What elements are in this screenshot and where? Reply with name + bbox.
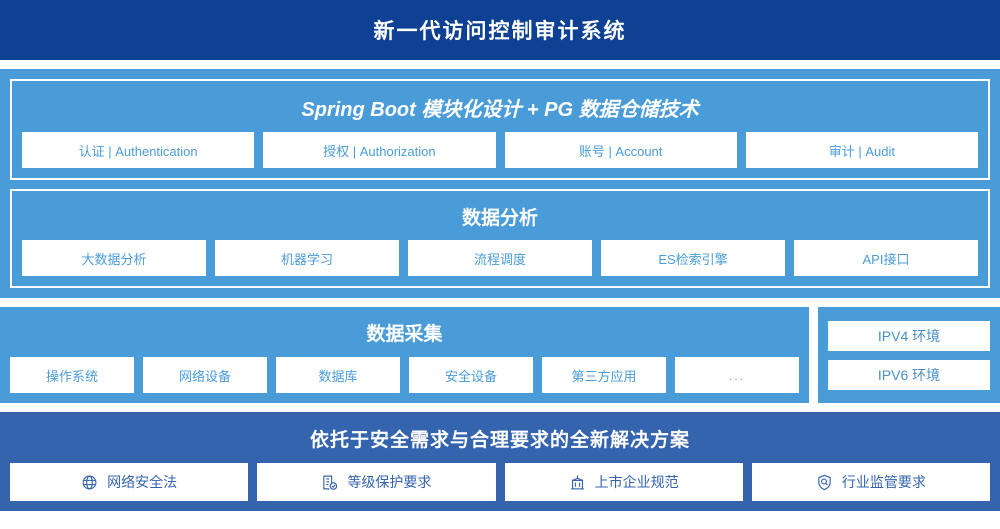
analysis-section: 数据分析 大数据分析 机器学习 流程调度 ES检索引擎 API接口 <box>10 189 990 288</box>
analysis-section-title: 数据分析 <box>461 208 538 229</box>
collection-environment-row: 数据采集 操作系统 网络设备 数据库 安全设备 第三方应用 ... IPV4 环… <box>0 307 1000 403</box>
compliance-chip-label: 网络安全法 <box>107 474 178 490</box>
platform-chip-row: 认证 | Authentication 授权 | Authorization 账… <box>22 132 978 168</box>
document-check-icon <box>321 474 338 491</box>
environment-chip-ipv4[interactable]: IPV4 环境 <box>828 320 990 351</box>
collection-chip-security-device[interactable]: 安全设备 <box>409 357 533 393</box>
globe-icon <box>81 474 98 491</box>
collection-section: 数据采集 操作系统 网络设备 数据库 安全设备 第三方应用 ... <box>0 307 809 403</box>
collection-chip-row: 操作系统 网络设备 数据库 安全设备 第三方应用 ... <box>10 357 799 393</box>
compliance-section: 依托于安全需求与合理要求的全新解决方案 网络安全法 <box>0 412 1000 511</box>
platform-section-title: Spring Boot 模块化设计 + PG 数据仓储技术 <box>301 99 699 121</box>
shield-search-icon <box>816 474 833 491</box>
collection-chip-third-party-app[interactable]: 第三方应用 <box>542 357 666 393</box>
collection-chip-database[interactable]: 数据库 <box>276 357 400 393</box>
collection-chip-operating-system[interactable]: 操作系统 <box>10 357 134 393</box>
compliance-chip-cybersecurity-law[interactable]: 网络安全法 <box>10 463 249 501</box>
collection-chip-more[interactable]: ... <box>675 357 799 393</box>
platform-section: Spring Boot 模块化设计 + PG 数据仓储技术 认证 | Authe… <box>10 79 990 180</box>
compliance-section-title: 依托于安全需求与合理要求的全新解决方案 <box>309 430 690 451</box>
platform-chip-authentication[interactable]: 认证 | Authentication <box>22 132 255 168</box>
compliance-chip-row: 网络安全法 等级保护要求 <box>10 463 990 501</box>
analysis-chip-machine-learning[interactable]: 机器学习 <box>215 240 399 276</box>
platform-chip-audit[interactable]: 审计 | Audit <box>745 132 978 168</box>
analysis-chip-process-scheduling[interactable]: 流程调度 <box>408 240 592 276</box>
analysis-chip-api[interactable]: API接口 <box>794 240 978 276</box>
compliance-chip-label: 等级保护要求 <box>347 474 432 490</box>
environment-section: IPV4 环境 IPV6 环境 <box>818 307 1000 403</box>
page-header: 新一代访问控制审计系统 <box>0 0 1000 60</box>
platform-chip-authorization[interactable]: 授权 | Authorization <box>263 132 496 168</box>
environment-chip-ipv6[interactable]: IPV6 环境 <box>828 359 990 390</box>
analysis-chip-big-data[interactable]: 大数据分析 <box>22 240 206 276</box>
compliance-chip-classified-protection[interactable]: 等级保护要求 <box>257 463 496 501</box>
compliance-chip-label: 上市企业规范 <box>594 474 679 490</box>
platform-chip-account[interactable]: 账号 | Account <box>504 132 737 168</box>
page-title: 新一代访问控制审计系统 <box>373 20 627 43</box>
compliance-chip-listed-enterprise[interactable]: 上市企业规范 <box>504 463 743 501</box>
analysis-chip-es-search[interactable]: ES检索引擎 <box>601 240 785 276</box>
collection-chip-network-device[interactable]: 网络设备 <box>143 357 267 393</box>
compliance-chip-industry-regulation[interactable]: 行业监管要求 <box>751 463 990 501</box>
collection-section-title: 数据采集 <box>366 324 443 345</box>
bank-building-icon <box>569 474 586 491</box>
platform-analysis-panel: Spring Boot 模块化设计 + PG 数据仓储技术 认证 | Authe… <box>0 69 1000 298</box>
compliance-chip-label: 行业监管要求 <box>841 474 926 490</box>
analysis-chip-row: 大数据分析 机器学习 流程调度 ES检索引擎 API接口 <box>22 240 978 276</box>
